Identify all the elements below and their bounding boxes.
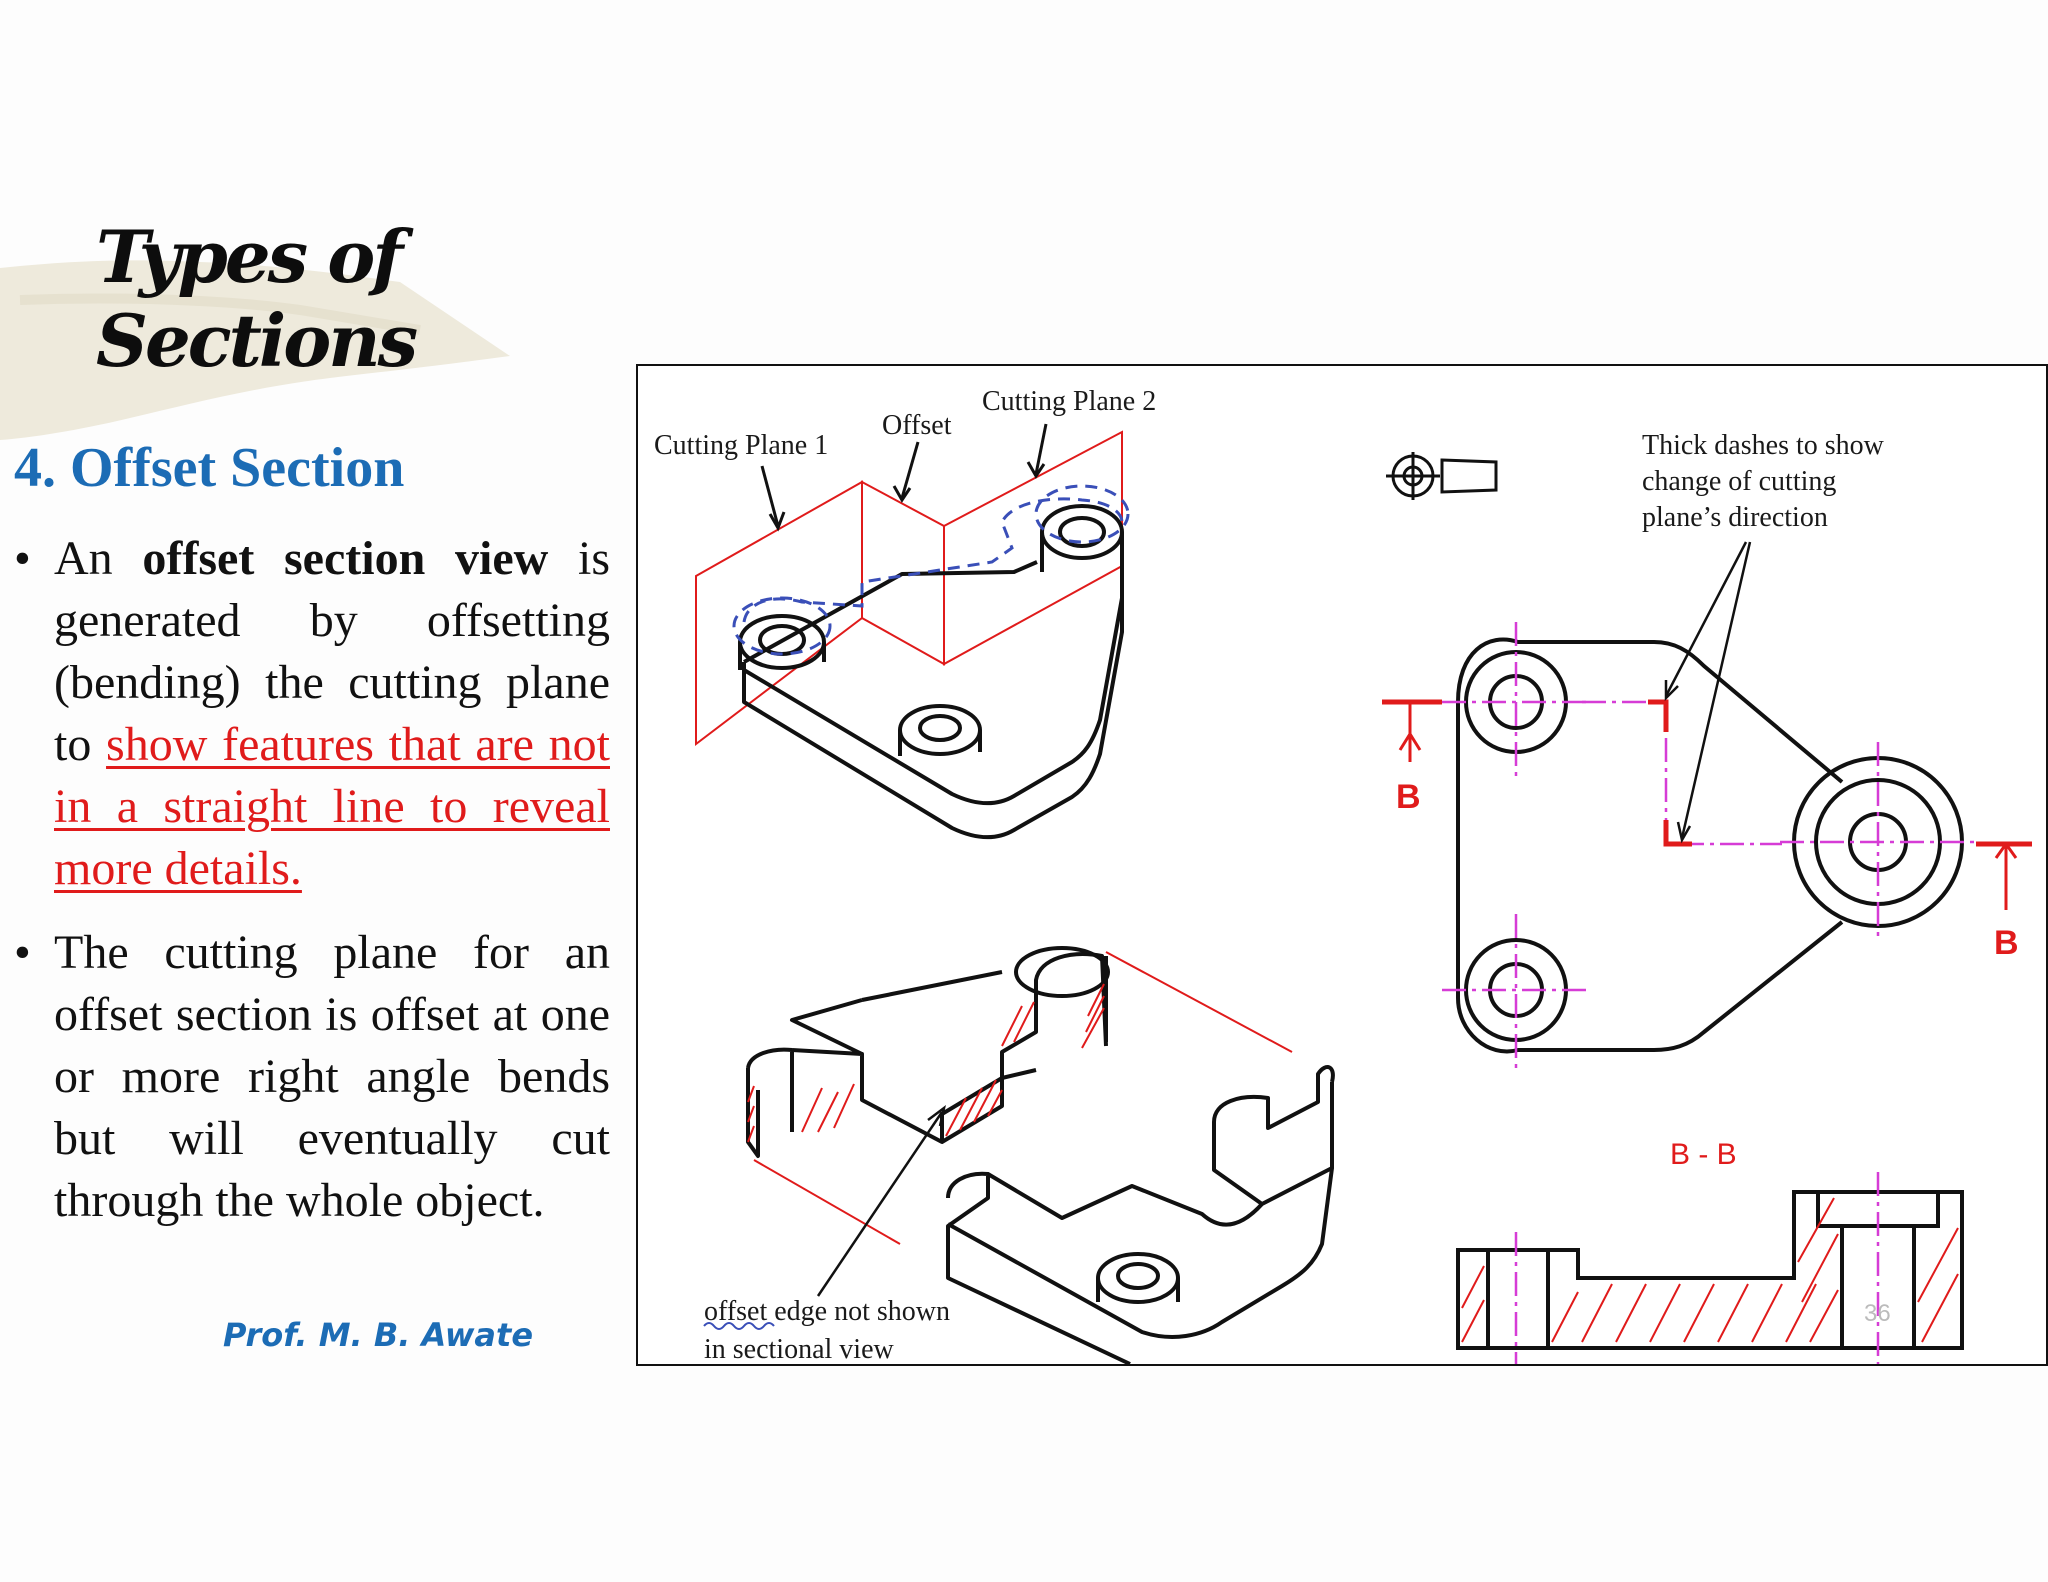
author-credit: Prof. M. B. Awate (223, 1316, 534, 1354)
section-hatching (747, 983, 1105, 1143)
spellcheck-underline (703, 1322, 775, 1330)
section-marker-left: B (1396, 778, 1421, 816)
offset-edge-pointer (816, 1104, 946, 1297)
section-heading: 4. Offset Section (14, 437, 405, 499)
bullet-1-intro: An (54, 532, 143, 585)
label-thick-dashes-line-3: plane’s direction (1642, 502, 1828, 533)
label-cutting-plane-1: Cutting Plane 1 (654, 430, 828, 461)
cutting-plane-line (1382, 699, 2032, 910)
figure-drawing: Cutting Plane 1 Offset Cutting Plane 2 (654, 386, 2032, 1365)
page-number: 36 (1864, 1300, 1891, 1327)
thick-dash-pointers (1664, 541, 1752, 844)
label-arrows-top (760, 423, 1048, 532)
label-thick-dashes-line-1: Thick dashes to show (1642, 430, 1885, 461)
isometric-part-top (738, 504, 1124, 840)
label-thick-dashes-line-2: change of cutting (1642, 466, 1836, 497)
bullet-1-highlight: show features that are not in a straight… (54, 718, 610, 895)
projection-symbol (1386, 452, 1498, 500)
slide-title-line-1: Types of (96, 214, 403, 299)
slide-title-line-2: Sections (96, 298, 418, 383)
bullet-list: An offset section view is generated by o… (0, 528, 610, 1254)
bullet-1-bold-term: offset section view (142, 532, 549, 585)
brush-stroke-background (0, 260, 510, 440)
section-b-b-center-lines (1514, 1172, 1880, 1364)
label-offset: Offset (882, 410, 952, 441)
label-cutting-plane-2: Cutting Plane 2 (982, 386, 1156, 417)
offset-section-figure: Cutting Plane 1 Offset Cutting Plane 2 (636, 364, 2048, 1366)
section-view-title: B - B (1670, 1138, 1737, 1171)
hidden-cutting-path (732, 484, 1130, 656)
slide-title: Types of Sections (96, 214, 418, 383)
label-offset-edge-line-1: offset edge not shown (704, 1296, 950, 1327)
bullet-1-body: is generated by offsetting (bending) the… (54, 532, 611, 771)
section-marker-right: B (1994, 924, 2019, 962)
section-b-b-view (1456, 1190, 1964, 1350)
label-offset-edge-line-2: in sectional view (704, 1334, 895, 1365)
offset-edge-indicators (753, 951, 1293, 1245)
bullet-item-cutting-plane: The cutting plane for an offset section … (0, 922, 610, 1232)
center-lines (1442, 622, 1976, 1068)
section-b-b-hatching (1461, 1197, 1959, 1343)
bullet-item-offset-definition: An offset section view is generated by o… (0, 528, 610, 900)
